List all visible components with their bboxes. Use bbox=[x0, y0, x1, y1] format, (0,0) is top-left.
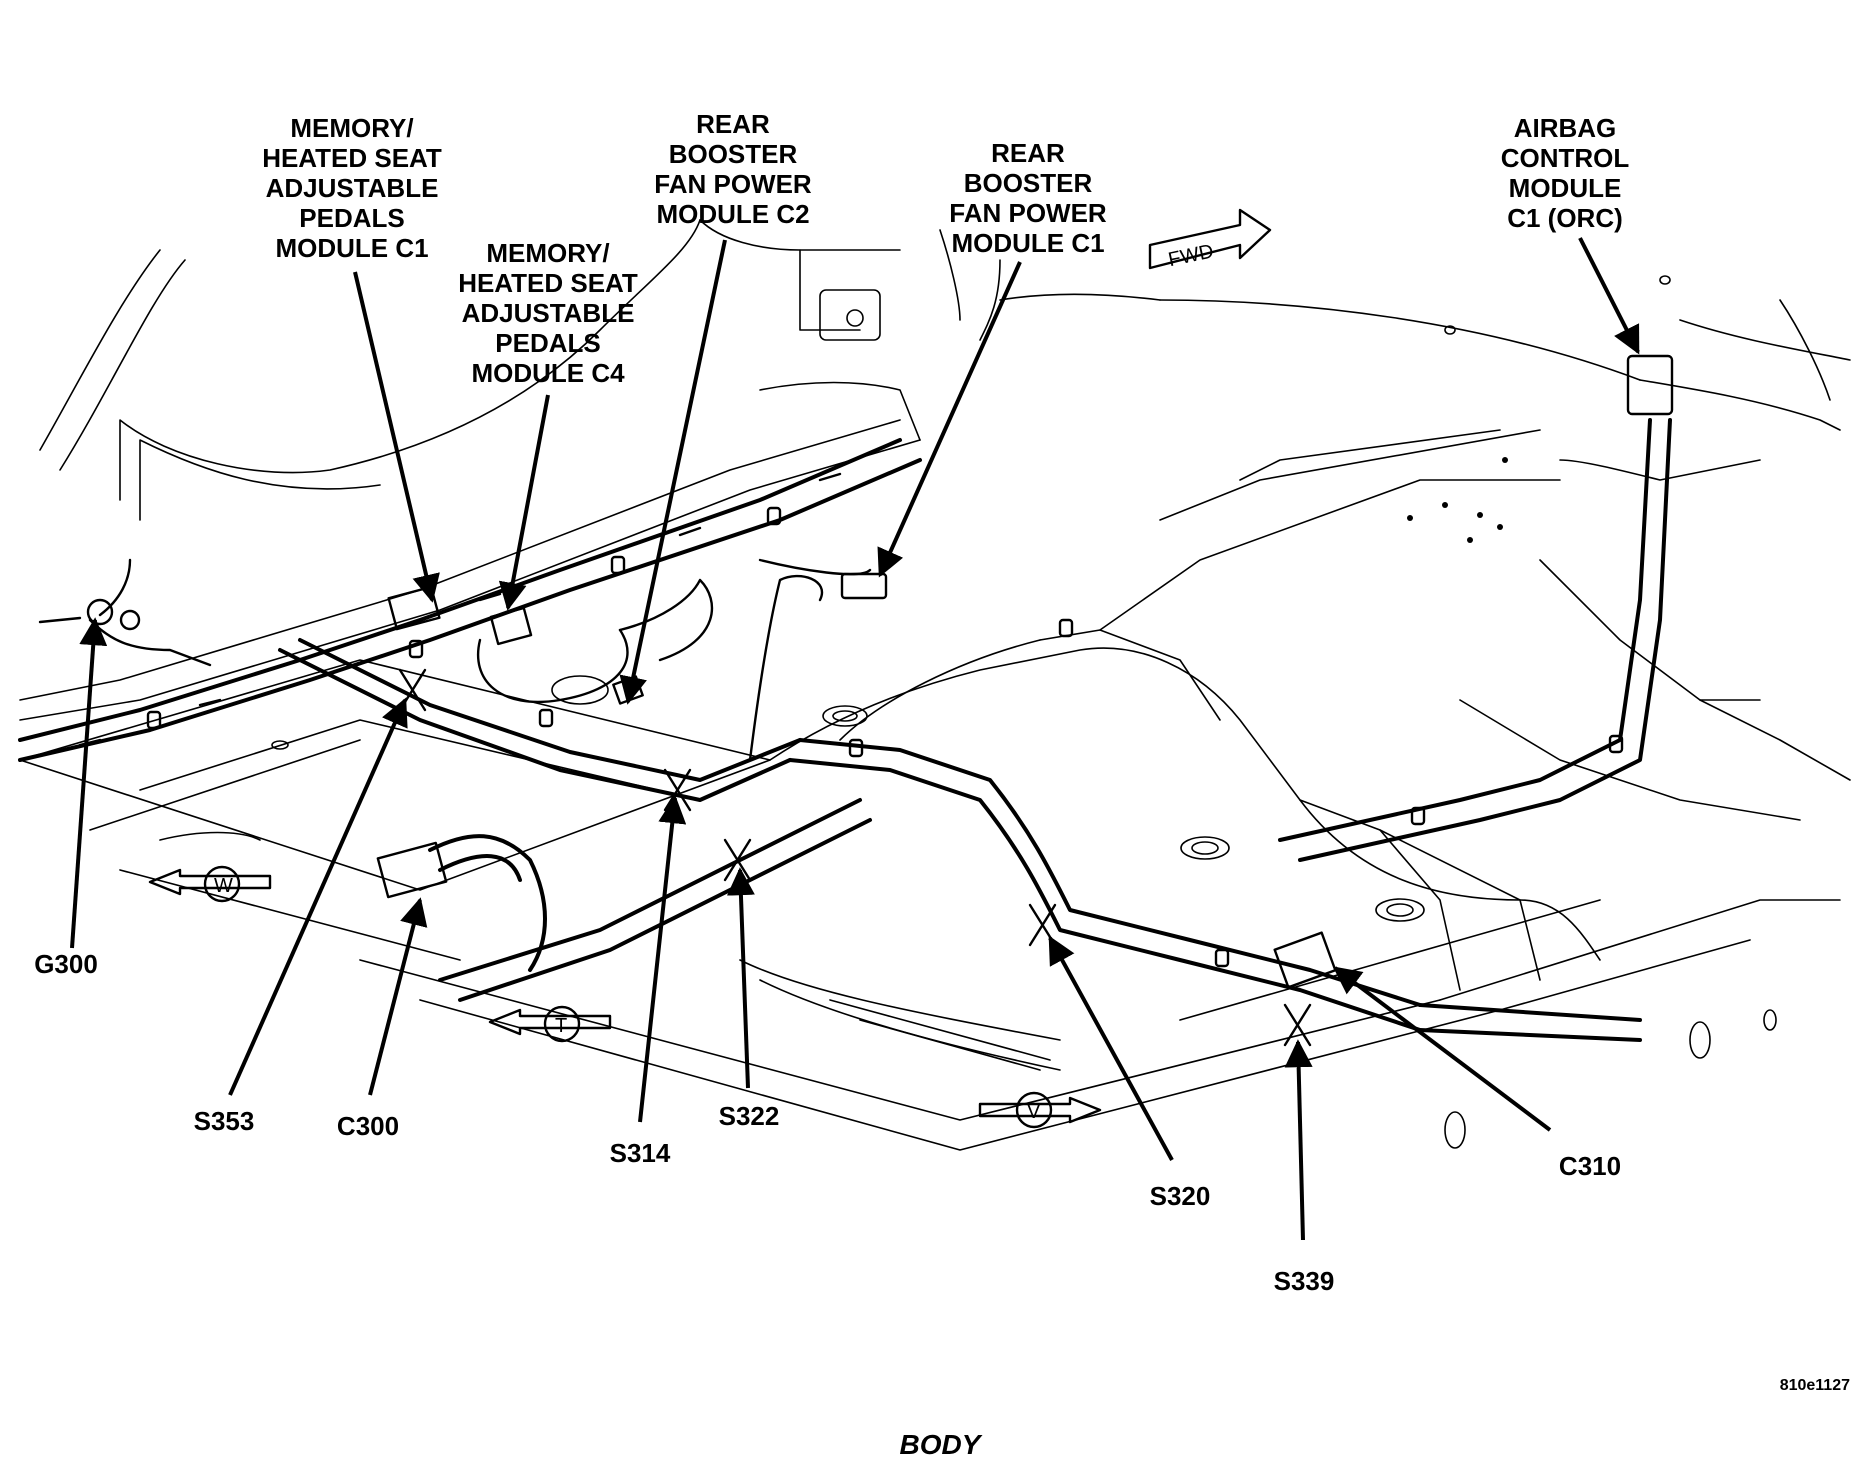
s353-label: S353 bbox=[194, 1106, 255, 1136]
s314-label: S314 bbox=[610, 1138, 671, 1168]
w-label: W bbox=[214, 875, 233, 897]
t-arrow: T bbox=[488, 1005, 612, 1043]
s339-label: S339 bbox=[1274, 1266, 1335, 1296]
rear-booster-c1-line: REAR bbox=[991, 138, 1065, 168]
rear-booster-c2-line: REAR bbox=[696, 109, 770, 139]
leader-lines bbox=[70, 237, 1640, 1241]
v-arrow: V bbox=[978, 1091, 1102, 1129]
connectors bbox=[38, 354, 1674, 989]
airbag-line: C1 (ORC) bbox=[1507, 203, 1623, 233]
callout-memory-c4: MEMORY/ HEATED SEAT ADJUSTABLE PEDALS MO… bbox=[458, 238, 638, 388]
wiring-harness bbox=[18, 418, 1672, 1042]
fwd-arrow: FWD bbox=[1148, 208, 1272, 271]
callout-airbag: AIRBAG CONTROL MODULE C1 (ORC) bbox=[1501, 113, 1630, 233]
rear-booster-c2-line: BOOSTER bbox=[669, 139, 798, 169]
memory-c1-line: PEDALS bbox=[299, 203, 404, 233]
w-arrow: W bbox=[148, 865, 272, 903]
rear-booster-c1-line: MODULE C1 bbox=[951, 228, 1104, 258]
memory-c4-line: ADJUSTABLE bbox=[462, 298, 635, 328]
c300-label: C300 bbox=[337, 1111, 399, 1141]
memory-c1-line: HEATED SEAT bbox=[262, 143, 442, 173]
rear-booster-c2-line: FAN POWER bbox=[654, 169, 812, 199]
figure-id: 810e1127 bbox=[1780, 1377, 1850, 1394]
memory-c4-line: PEDALS bbox=[495, 328, 600, 358]
g300-label: G300 bbox=[34, 949, 98, 979]
memory-c1-line: MEMORY/ bbox=[290, 113, 413, 143]
memory-c4-line: MODULE C4 bbox=[471, 358, 625, 388]
memory-c1-line: MODULE C1 bbox=[275, 233, 428, 263]
s320-label: S320 bbox=[1150, 1181, 1211, 1211]
memory-c4-line: MEMORY/ bbox=[486, 238, 609, 268]
c310-label: C310 bbox=[1559, 1151, 1621, 1181]
callout-memory-c1: MEMORY/ HEATED SEAT ADJUSTABLE PEDALS MO… bbox=[262, 113, 442, 263]
v-label: V bbox=[1027, 1101, 1041, 1123]
rear-booster-c1-line: FAN POWER bbox=[949, 198, 1107, 228]
airbag-line: CONTROL bbox=[1501, 143, 1630, 173]
memory-c4-line: HEATED SEAT bbox=[458, 268, 638, 298]
callout-rear-booster-c2: REAR BOOSTER FAN POWER MODULE C2 bbox=[654, 109, 812, 229]
airbag-line: MODULE bbox=[1509, 173, 1622, 203]
fwd-label: FWD bbox=[1166, 240, 1215, 271]
t-label: T bbox=[555, 1015, 567, 1037]
s322-label: S322 bbox=[719, 1101, 780, 1131]
callout-rear-booster-c1: REAR BOOSTER FAN POWER MODULE C1 bbox=[949, 138, 1107, 258]
figure-caption: BODY bbox=[900, 1429, 983, 1460]
rear-booster-c1-line: BOOSTER bbox=[964, 168, 1093, 198]
rear-booster-c2-line: MODULE C2 bbox=[656, 199, 809, 229]
airbag-line: AIRBAG bbox=[1514, 113, 1617, 143]
memory-c1-line: ADJUSTABLE bbox=[266, 173, 439, 203]
